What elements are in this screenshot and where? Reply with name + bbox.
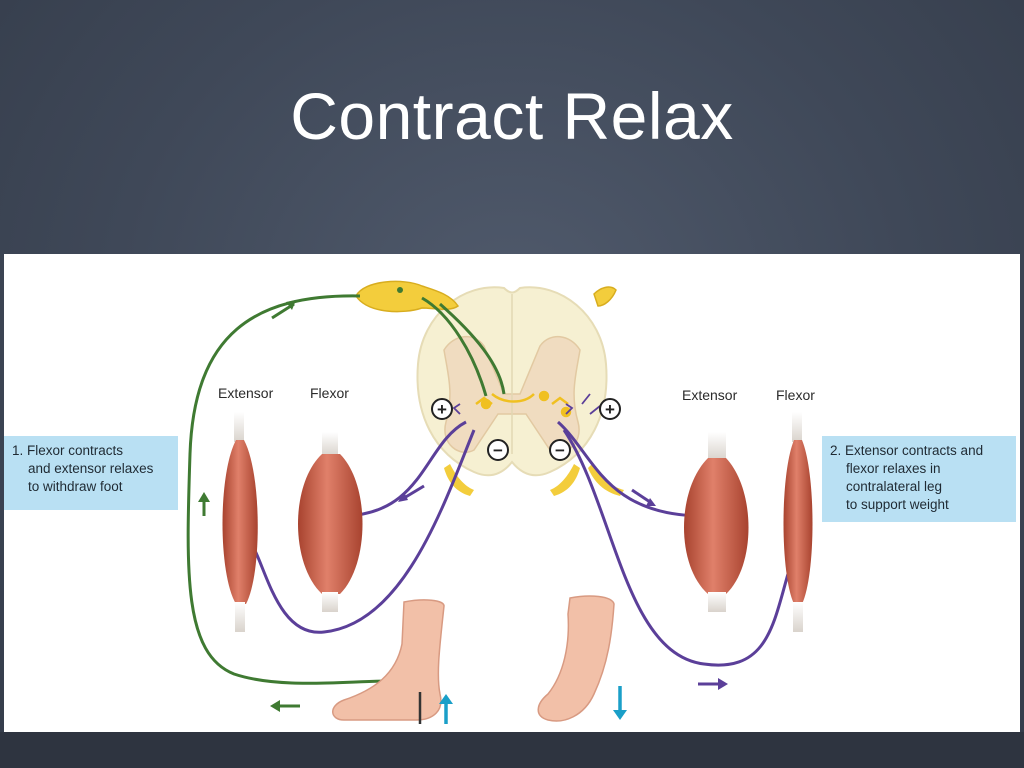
plus-sign: +: [437, 400, 447, 419]
minus-sign: −: [493, 441, 503, 460]
left-extensor-muscle: [222, 412, 258, 632]
note-right-line: 2. Extensor contracts and: [830, 443, 984, 458]
right-foot: [537, 595, 615, 722]
label-right-flexor: Flexor: [776, 387, 815, 403]
right-extensor-muscle: [684, 432, 749, 612]
spinal-cord: [416, 286, 608, 477]
note-right-line: flexor relaxes in: [846, 461, 941, 476]
reflex-diagram: + − − +: [186, 280, 813, 724]
diagram-panel: + − − + Extensor Flexor Extensor Flexor …: [4, 254, 1020, 732]
sensory-neuron: [186, 294, 506, 704]
note-left: 1. Flexor contracts and extensor relaxes…: [4, 436, 178, 510]
bottom-bar: [0, 732, 1024, 768]
note-right-line: contralateral leg: [846, 479, 943, 494]
slide-title: Contract Relax: [290, 79, 734, 153]
inhibitory-marker-left: −: [487, 439, 509, 461]
left-foot: [332, 599, 445, 724]
note-right-line: to support weight: [846, 497, 949, 512]
label-left-extensor: Extensor: [218, 385, 274, 401]
minus-sign: −: [555, 441, 565, 460]
excitatory-marker-left: +: [431, 398, 453, 420]
note-left-line: 1. Flexor contracts: [12, 443, 124, 458]
note-right: 2. Extensor contracts and flexor relaxes…: [822, 436, 1016, 522]
right-flexor-muscle: [783, 412, 813, 632]
motor-neurons: [246, 420, 796, 667]
plus-sign: +: [605, 400, 615, 419]
note-left-line: and extensor relaxes: [28, 461, 154, 476]
arrow-icons: [198, 300, 728, 724]
inhibitory-marker-right: −: [549, 439, 571, 461]
note-left-line: to withdraw foot: [28, 479, 123, 494]
label-left-flexor: Flexor: [310, 385, 349, 401]
label-right-extensor: Extensor: [682, 387, 738, 403]
left-flexor-muscle: [298, 432, 363, 612]
excitatory-marker-right: +: [599, 398, 621, 420]
interneurons: [475, 390, 572, 418]
